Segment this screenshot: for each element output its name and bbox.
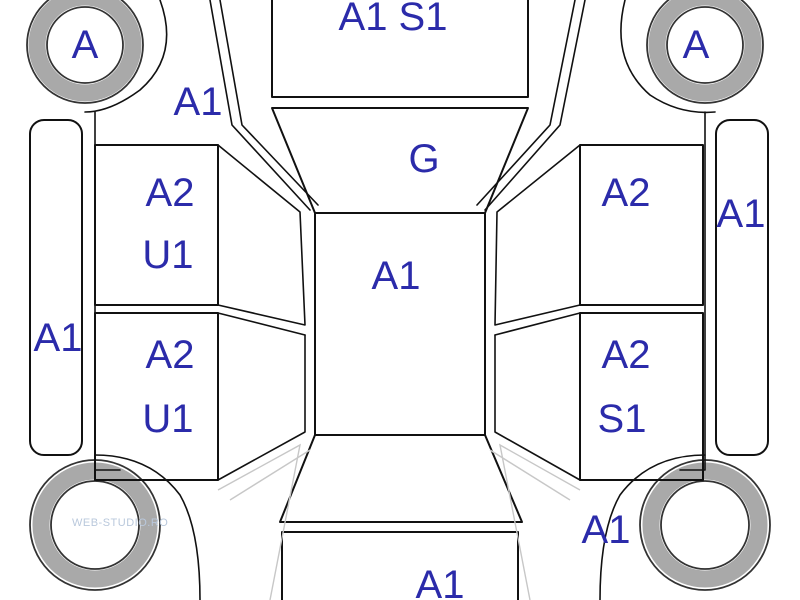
rear-right-door-label-1: A2 [602,333,651,377]
left-body-side [94,111,121,471]
windshield-label: G [408,137,439,181]
front-right-door-outline [579,144,704,306]
right-sill-label: A1 [717,192,766,236]
roof-outline [314,212,486,436]
front-left-fender-outline-inner [219,0,319,206]
rear-right-door-label-2: S1 [598,397,647,441]
right-c-pillar [494,334,581,481]
right-rear-pillar-ghost [499,443,581,600]
front-left-door-label-1: A2 [146,171,195,215]
front-right-wheel-label: A [683,23,710,67]
watermark: WEB-STUDIO.RO [72,517,168,529]
rear-left-door-label-1: A2 [146,333,195,377]
rear-left-door-outline [94,312,219,481]
left-rear-pillar-ghost [217,443,301,600]
left-a-pillar [217,144,306,326]
left-rear-pillar-ghost-2 [229,449,311,501]
front-left-wheel [26,0,144,104]
rear-right-fender-label: A1 [582,508,631,552]
roof-label: A1 [372,254,421,298]
rear-right-wheel-arch [599,454,706,600]
front-right-wheel-arch [620,0,716,114]
right-body-side [679,111,706,471]
right-b-pillar [494,312,581,336]
right-rear-pillar-ghost-2 [489,449,571,501]
hood-label: A1 S1 [339,0,448,39]
rear-right-door-outline [579,312,704,481]
left-sill-outline [29,119,83,456]
left-sill-label: A1 [34,316,83,360]
front-left-fender-outline [209,0,311,211]
front-left-wheel-arch [84,0,168,113]
rear-left-door-label-2: U1 [142,397,193,441]
front-left-door-label-2: U1 [142,233,193,277]
front-right-door-label-1: A2 [602,171,651,215]
front-right-wheel [646,0,764,104]
hood-outline [271,0,529,98]
front-left-wheel-label: A [72,23,99,67]
rear-window-outline [279,434,523,523]
front-right-fender-outline-inner [476,0,576,206]
front-left-fender-label: A1 [174,80,223,124]
left-b-pillar [217,312,306,336]
trunk-outline [281,531,519,600]
rear-left-wheel-arch [94,454,201,600]
right-sill-outline [715,119,769,456]
front-right-fender-outline [484,0,586,211]
front-left-door-outline [94,144,219,306]
right-a-pillar [494,144,581,326]
left-c-pillar [217,334,306,481]
trunk-label: A1 [416,563,465,600]
